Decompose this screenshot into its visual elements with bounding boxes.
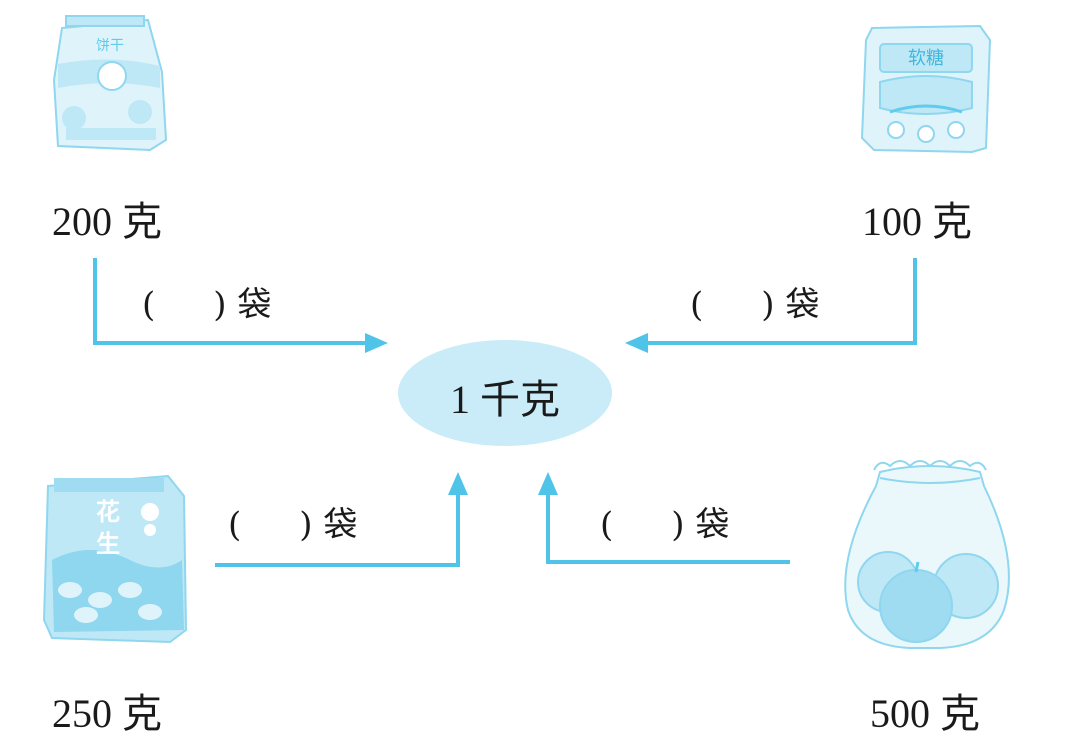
peanut-package-char-2: 生	[96, 530, 120, 558]
blank-peanut[interactable]: () 袋	[228, 507, 357, 543]
unit-label: 袋	[323, 505, 358, 545]
weight-biscuit: 200 克	[52, 199, 162, 244]
candy-package-text: 软糖	[908, 48, 944, 69]
blank-open: (	[228, 505, 242, 545]
peanut-package-char-1: 花	[96, 498, 120, 526]
blank-open: (	[142, 285, 156, 325]
center-ellipse	[398, 340, 612, 446]
unit-label: 袋	[785, 285, 820, 325]
blank-open: (	[690, 285, 704, 325]
blank-close: )	[213, 285, 227, 325]
peanut-bag-icon: 花 生	[42, 474, 188, 644]
blank-candy[interactable]: () 袋	[690, 287, 819, 323]
peanut-package-text: 花	[96, 498, 120, 526]
apple-bag-icon	[844, 460, 1010, 649]
biscuit-package-text: 饼干	[96, 38, 124, 54]
candy-bag-icon: 软糖	[860, 24, 992, 154]
blank-close: )	[299, 505, 313, 545]
arrow-top-right	[625, 258, 917, 353]
arrow-bottom-right	[538, 472, 790, 564]
center-label: 1 千克	[450, 377, 560, 422]
unit-label: 袋	[695, 505, 730, 545]
biscuit-bag-icon: 饼干	[52, 15, 168, 152]
peanut-package-text-2: 生	[96, 530, 120, 558]
blank-open: (	[600, 505, 614, 545]
blank-close: )	[671, 505, 685, 545]
arrow-top-left	[93, 258, 388, 353]
blank-apple[interactable]: () 袋	[600, 507, 729, 543]
weight-apple: 500 克	[870, 691, 980, 736]
weight-candy: 100 克	[862, 199, 972, 244]
blank-biscuit[interactable]: () 袋	[142, 287, 271, 323]
blank-close: )	[761, 285, 775, 325]
arrow-bottom-left	[215, 472, 468, 567]
weight-peanut: 250 克	[52, 691, 162, 736]
unit-label: 袋	[237, 285, 272, 325]
